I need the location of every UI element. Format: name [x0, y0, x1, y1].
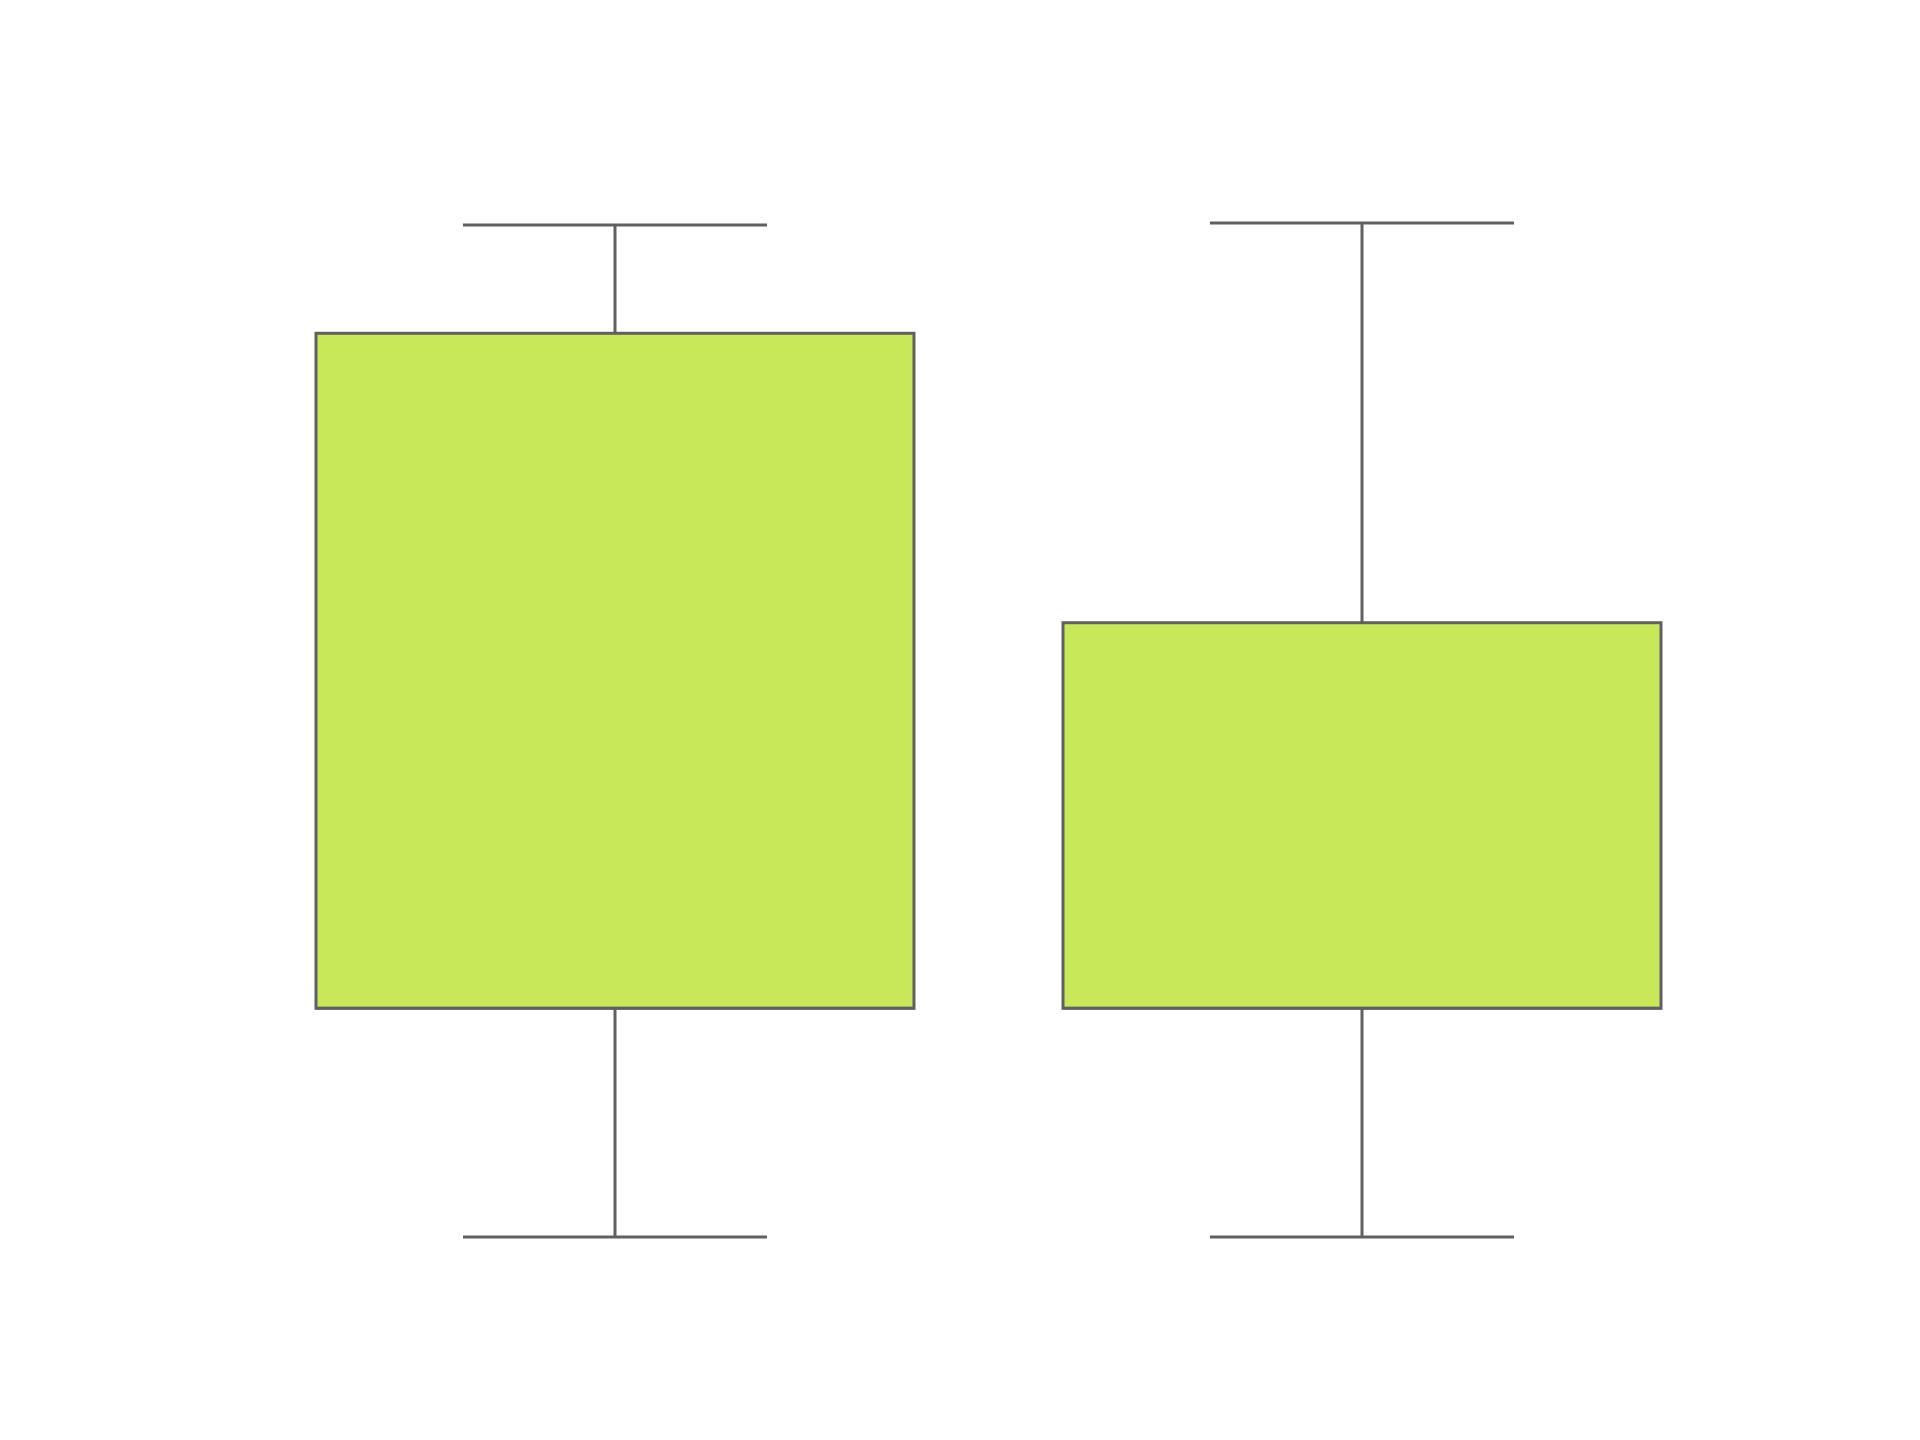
box-1	[314, 331, 916, 1010]
box-2	[1061, 621, 1663, 1010]
plot-area	[314, 221, 1663, 1239]
